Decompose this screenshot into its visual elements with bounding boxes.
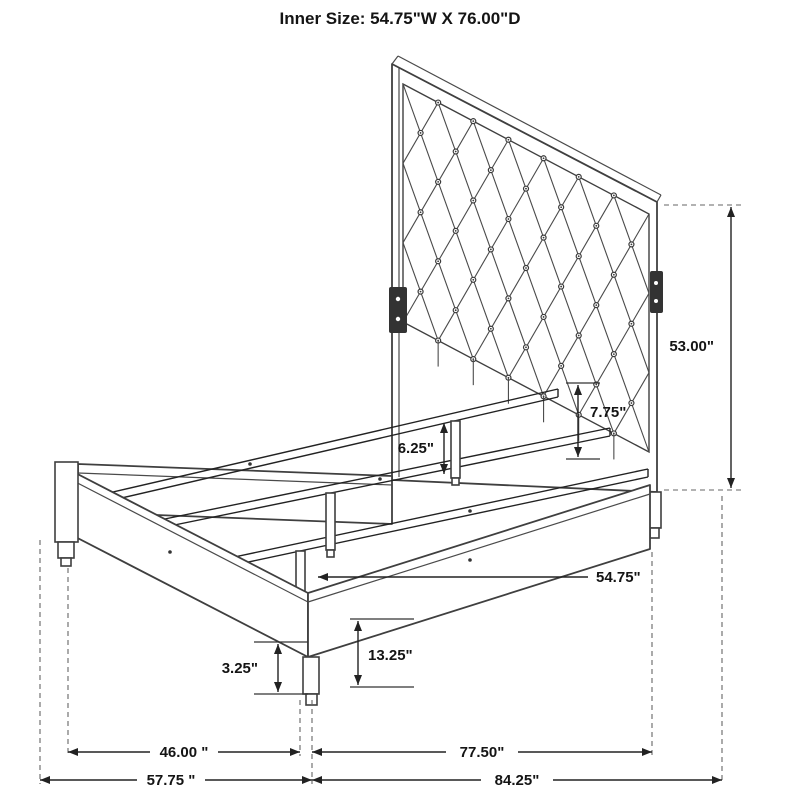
mounting-bracket-right bbox=[650, 271, 663, 313]
dim-label: 46.00 " bbox=[160, 744, 209, 761]
dim-headboard-height: 53.00" bbox=[669, 207, 735, 488]
dim-label: 54.75" bbox=[596, 569, 641, 586]
screw-dot bbox=[378, 477, 382, 481]
diagram-title: Inner Size: 54.75"W X 76.00"D bbox=[280, 9, 521, 28]
screw-dot bbox=[468, 509, 472, 513]
dim-label: 57.75 " bbox=[147, 772, 196, 789]
dim-leg-span: 46.00 " bbox=[68, 744, 300, 761]
side-rail-near bbox=[307, 484, 651, 658]
dim-overall-depth: 84.25" bbox=[312, 772, 722, 789]
headboard bbox=[389, 55, 663, 539]
dim-label: 13.25" bbox=[368, 647, 413, 664]
dim-side-rail-length: 77.50" bbox=[312, 744, 652, 761]
dim-label: 77.50" bbox=[460, 744, 505, 761]
dim-label: 84.25" bbox=[495, 772, 540, 789]
screw-dot bbox=[248, 462, 252, 466]
dim-label: 7.75" bbox=[590, 404, 626, 421]
dim-center-support-height: 6.25" bbox=[398, 423, 448, 474]
leg-foot-right bbox=[302, 656, 320, 706]
support-leg bbox=[450, 420, 461, 479]
dim-outer-width: 57.75 " bbox=[40, 772, 312, 789]
mounting-bracket-left bbox=[389, 287, 407, 333]
support-leg bbox=[325, 492, 336, 551]
dim-label: 6.25" bbox=[398, 440, 434, 457]
headboard-foot-right bbox=[649, 527, 660, 539]
screw-dot bbox=[168, 550, 172, 554]
corner-post-foot-left bbox=[54, 461, 79, 567]
dim-headboard-to-rail: 7.75" bbox=[566, 382, 626, 460]
dim-inner-width: 54.75" bbox=[318, 569, 641, 586]
dim-label: 3.25" bbox=[222, 660, 258, 677]
screw-dot bbox=[468, 558, 472, 562]
tufted-panel bbox=[402, 82, 650, 460]
dim-label: 53.00" bbox=[669, 338, 714, 355]
extension-lines bbox=[39, 204, 744, 784]
dim-side-rail-height: 13.25" bbox=[350, 618, 414, 688]
dim-foot-clearance: 3.25" bbox=[222, 641, 308, 695]
frame-rails-front bbox=[54, 461, 651, 706]
